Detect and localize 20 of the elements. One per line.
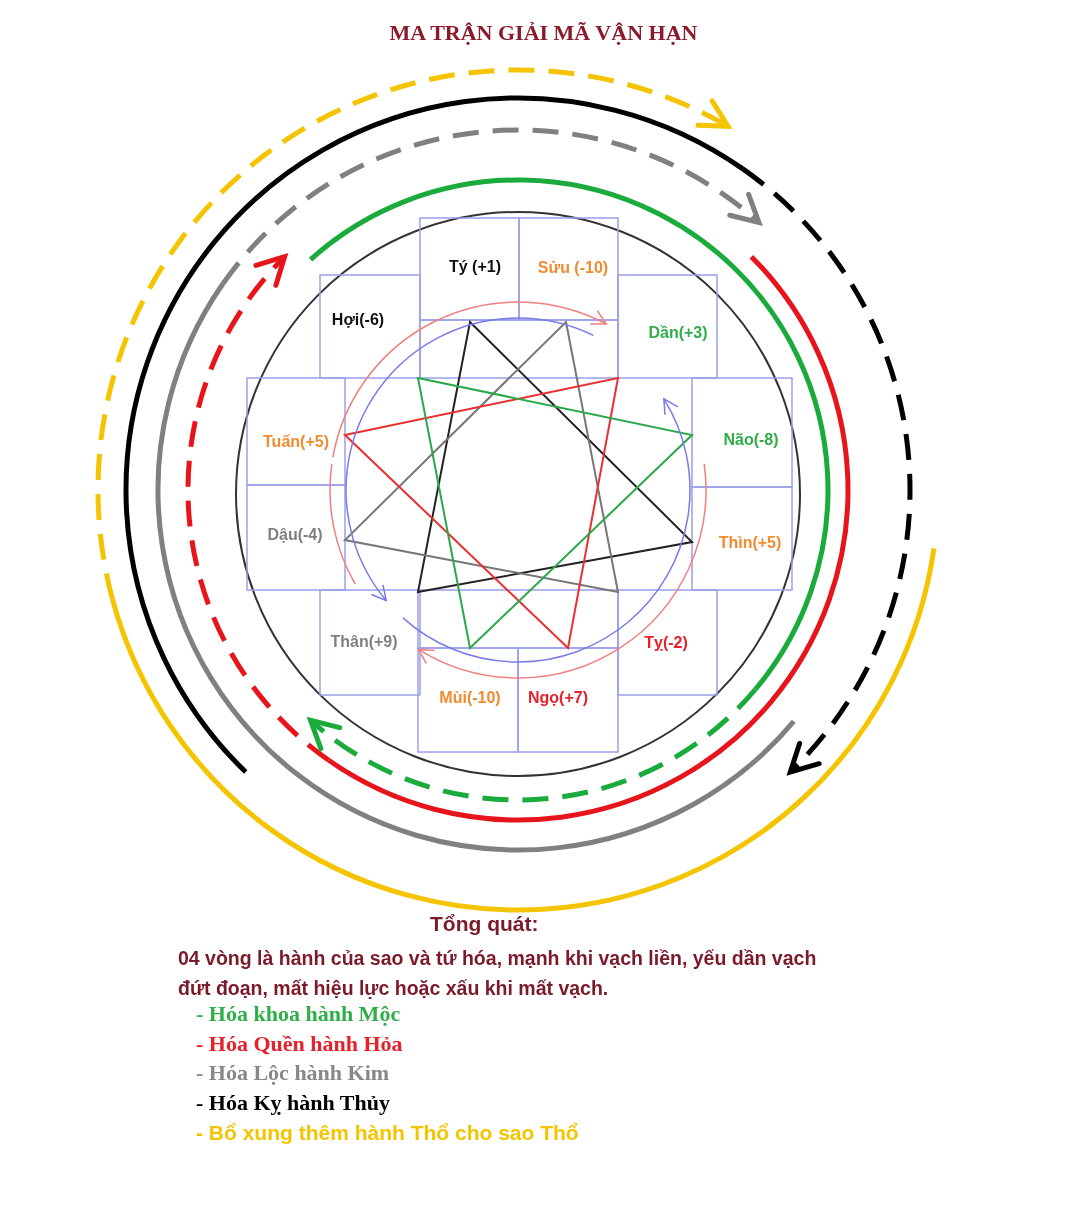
title: MA TRẬN GIẢI MÃ VẬN HẠN <box>388 19 699 47</box>
palace-label: Sửu (-10) <box>537 258 609 278</box>
palace-label: Hợi(-6) <box>331 310 385 330</box>
palace-label: Mùi(-10) <box>439 688 501 708</box>
palace-label: Dần(+3) <box>648 323 708 343</box>
heading: Tổng quát: <box>430 911 539 937</box>
legend-line: - Hóa khoa hành Mộc <box>196 1000 401 1028</box>
palace-label: Thìn(+5) <box>718 533 782 553</box>
palace-label: Tỵ(-2) <box>644 633 688 653</box>
legend-line: - Bổ xung thêm hành Thổ cho sao Thổ <box>196 1120 579 1146</box>
palace-label: Thân(+9) <box>330 632 398 652</box>
palace-label: Dậu(-4) <box>267 525 323 545</box>
description-text: 04 vòng là hành của sao và tứ hóa, mạnh khi vạch liền, yếu dần vạch đứt đoạn, mất hiệu lực hoặc xấu khi mất vạch. <box>178 946 818 1001</box>
palace-label: Tuấn(+5) <box>263 432 329 452</box>
palace-label: Ngọ(+7) <box>528 688 588 708</box>
palace-label: Não(-8) <box>723 430 779 450</box>
legend-line: - Hóa Lộc hành Kim <box>196 1059 390 1087</box>
legend-line: - Hóa Quền hành Hỏa <box>196 1029 403 1058</box>
legend-line: - Hóa Kỵ hành Thủy <box>196 1088 390 1117</box>
palace-label: Tý (+1) <box>449 257 501 277</box>
